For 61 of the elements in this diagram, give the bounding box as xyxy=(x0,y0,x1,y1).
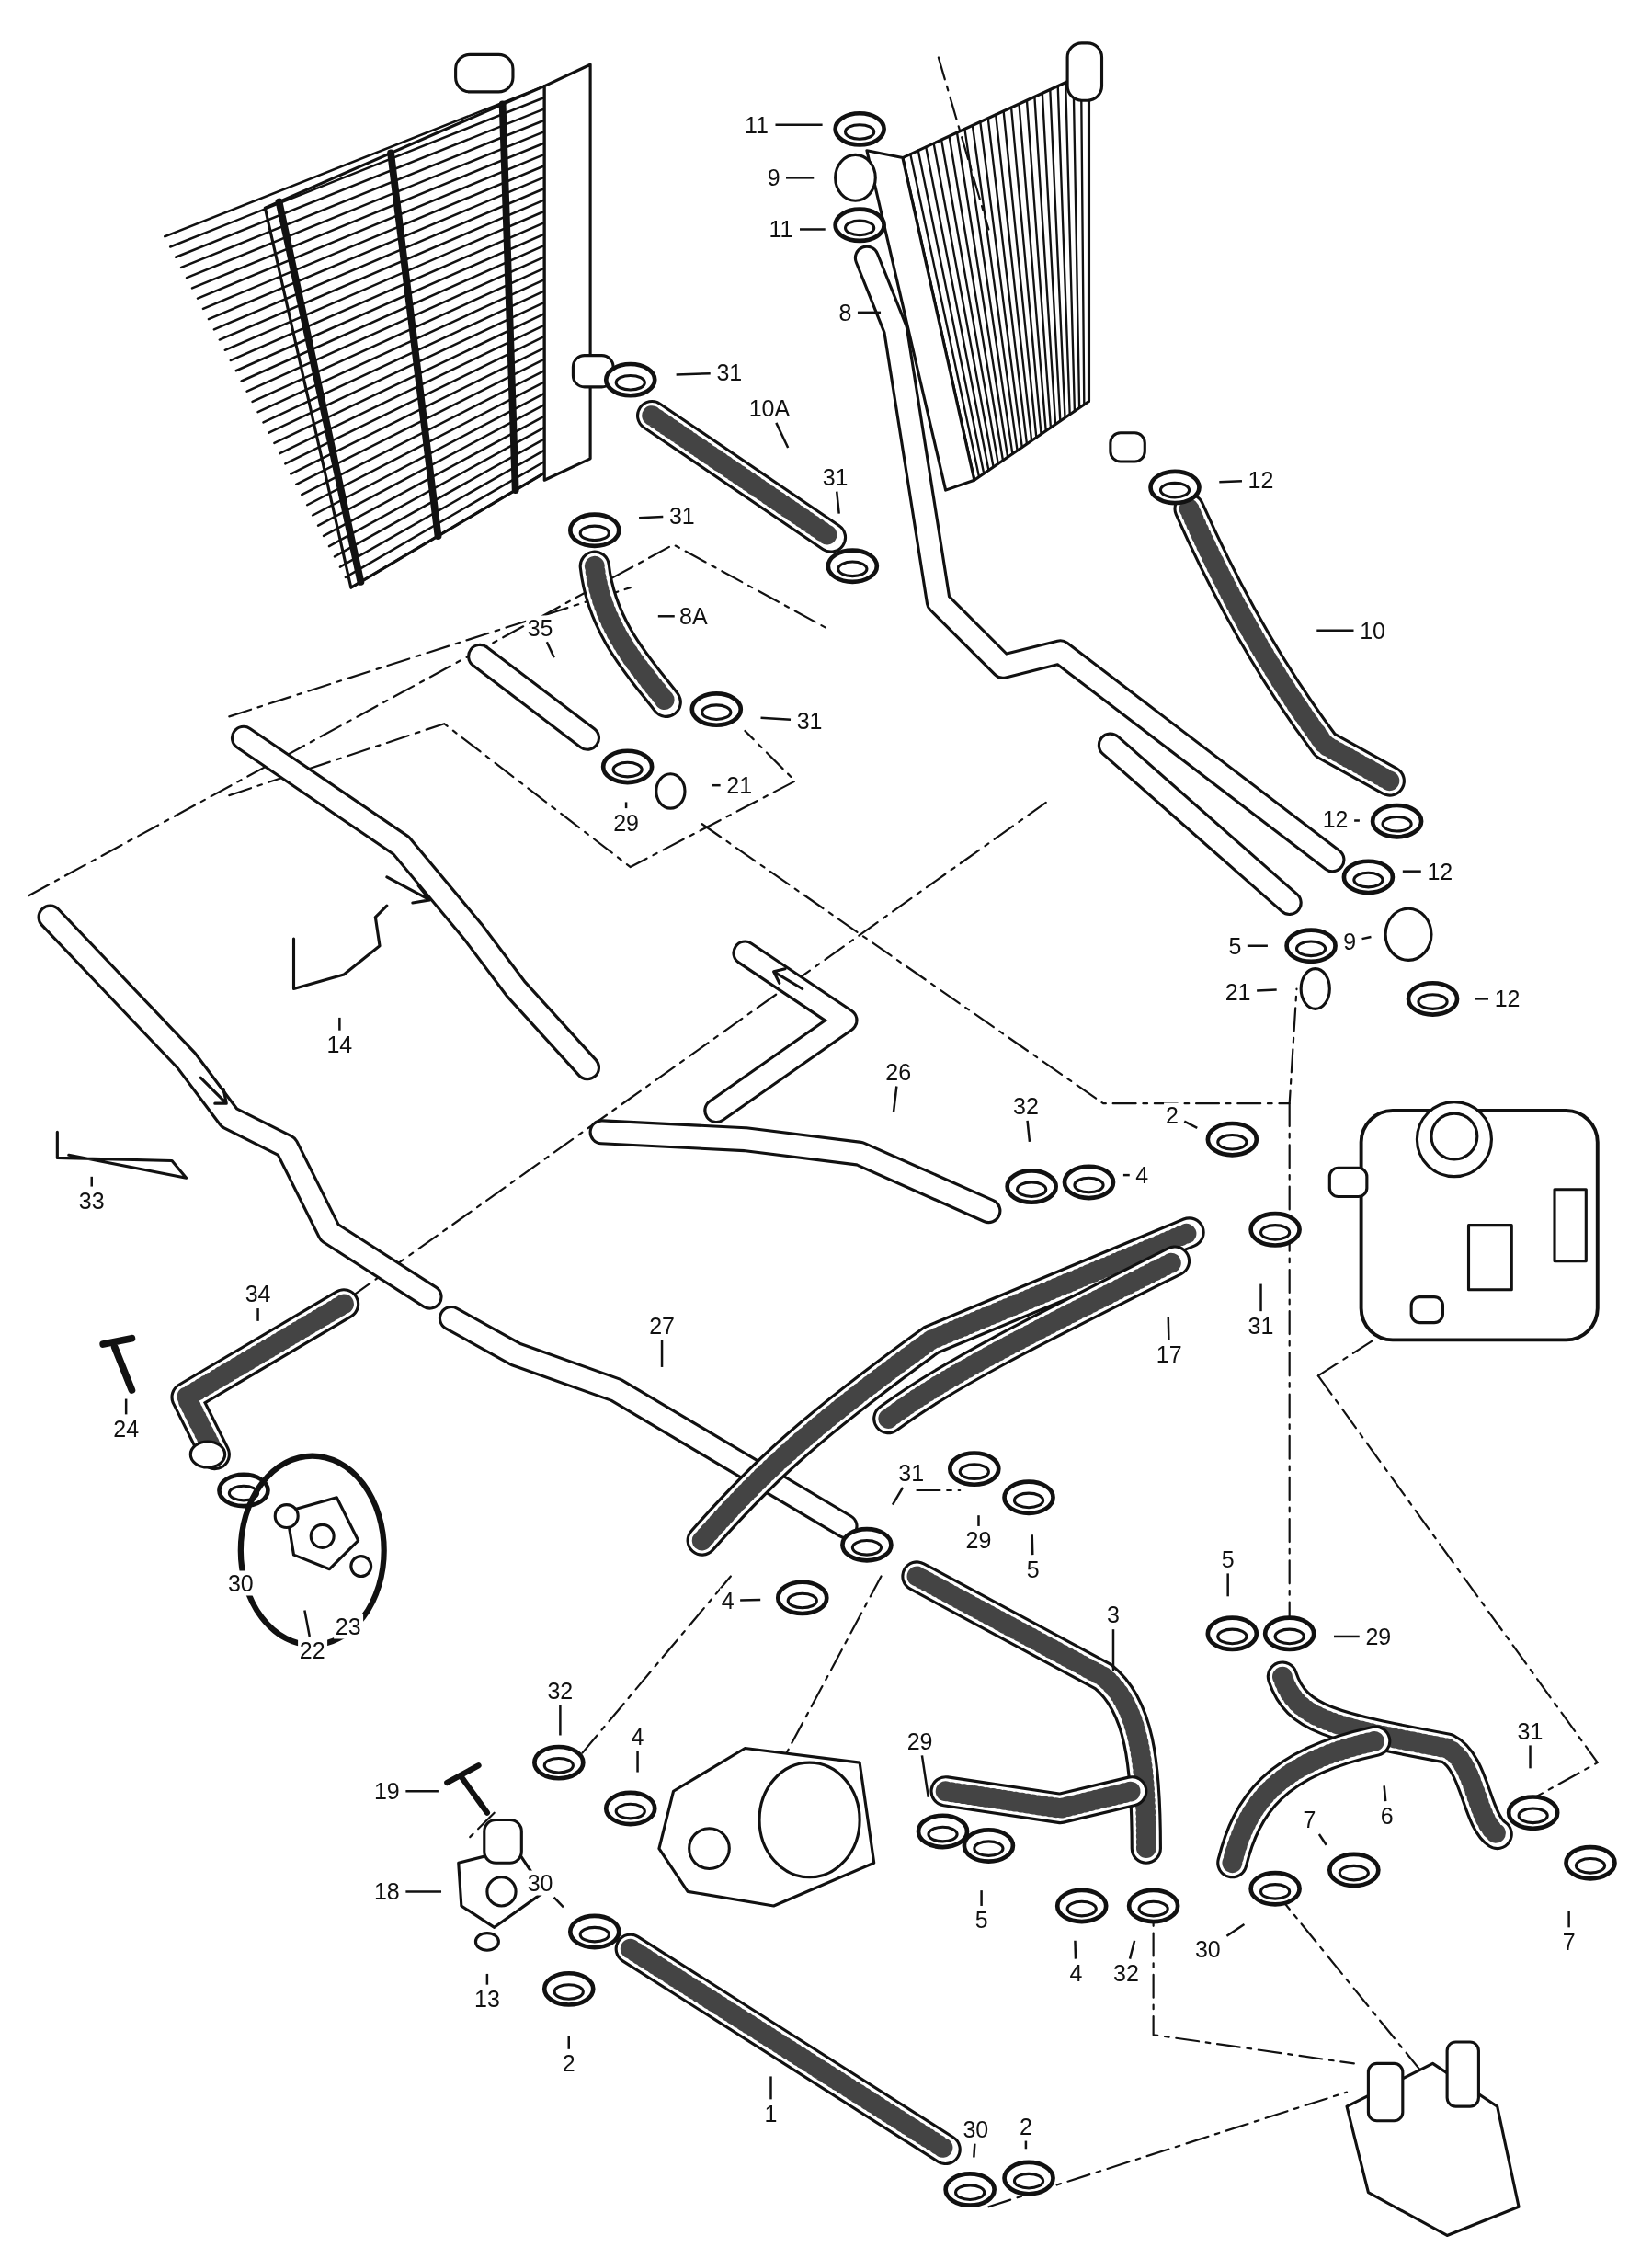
leader-line xyxy=(657,615,675,618)
leader-line xyxy=(920,1755,930,1797)
leader-line xyxy=(892,1086,898,1112)
leader-line xyxy=(405,1890,442,1893)
leader-line xyxy=(1317,1833,1327,1846)
leader-line xyxy=(1402,870,1421,873)
leader-line xyxy=(973,2143,976,2158)
leader-line xyxy=(1183,1120,1198,1129)
leader-line xyxy=(639,515,664,519)
leader-line xyxy=(90,1176,93,1187)
leader-line xyxy=(1567,1911,1570,1928)
leader-line xyxy=(1475,998,1488,1000)
leader-line xyxy=(1128,1940,1136,1959)
leader-line xyxy=(1122,1173,1130,1177)
leader-line xyxy=(303,1610,311,1637)
leader-line xyxy=(1334,1635,1360,1638)
leader-line xyxy=(786,177,815,179)
leader-line xyxy=(1257,988,1277,992)
leader-line xyxy=(775,123,823,126)
leader-line xyxy=(256,1308,259,1321)
leader-line xyxy=(676,371,711,376)
leader-line xyxy=(559,1705,562,1736)
leader-line xyxy=(857,311,882,314)
leader-line xyxy=(567,2036,570,2049)
leader-line xyxy=(624,802,628,809)
leader-line xyxy=(1383,1785,1387,1802)
leader-line xyxy=(1316,629,1354,633)
leader-line xyxy=(405,1790,439,1793)
leader-line xyxy=(553,1896,564,1909)
leader-line xyxy=(1111,1629,1115,1671)
leader-line xyxy=(800,228,826,231)
leader-line xyxy=(1529,1745,1532,1769)
leader-line xyxy=(775,422,790,449)
leader-line xyxy=(891,1487,905,1506)
leader-line xyxy=(660,1340,664,1367)
leader-line xyxy=(1225,1922,1246,1937)
leader-line xyxy=(1031,1534,1034,1556)
leader-line xyxy=(1219,479,1242,484)
leader-line xyxy=(485,1973,489,1985)
leader-line xyxy=(980,1890,983,1906)
leader-line xyxy=(1247,944,1268,947)
leader-line xyxy=(124,1398,128,1415)
leader-line xyxy=(740,1598,761,1602)
callout-number: 30 xyxy=(525,1870,555,1896)
leader-line xyxy=(1259,1283,1262,1312)
leader-line xyxy=(836,491,840,514)
leader-line xyxy=(338,1017,341,1031)
leader-line xyxy=(1226,1573,1229,1597)
leader-line xyxy=(977,1515,980,1526)
leader-line xyxy=(1026,1120,1031,1142)
leader-line xyxy=(1167,1317,1170,1340)
leader-line xyxy=(760,716,792,721)
leader-line xyxy=(545,641,555,658)
leader-line xyxy=(1024,2140,1028,2150)
leader-line xyxy=(1361,935,1372,941)
leader-line xyxy=(1074,1940,1077,1959)
leader-line xyxy=(769,2076,772,2100)
callout-number: 23 xyxy=(333,1614,363,1639)
leader-line xyxy=(1354,819,1360,822)
leader-line xyxy=(712,783,721,787)
leader-line xyxy=(636,1751,639,1773)
